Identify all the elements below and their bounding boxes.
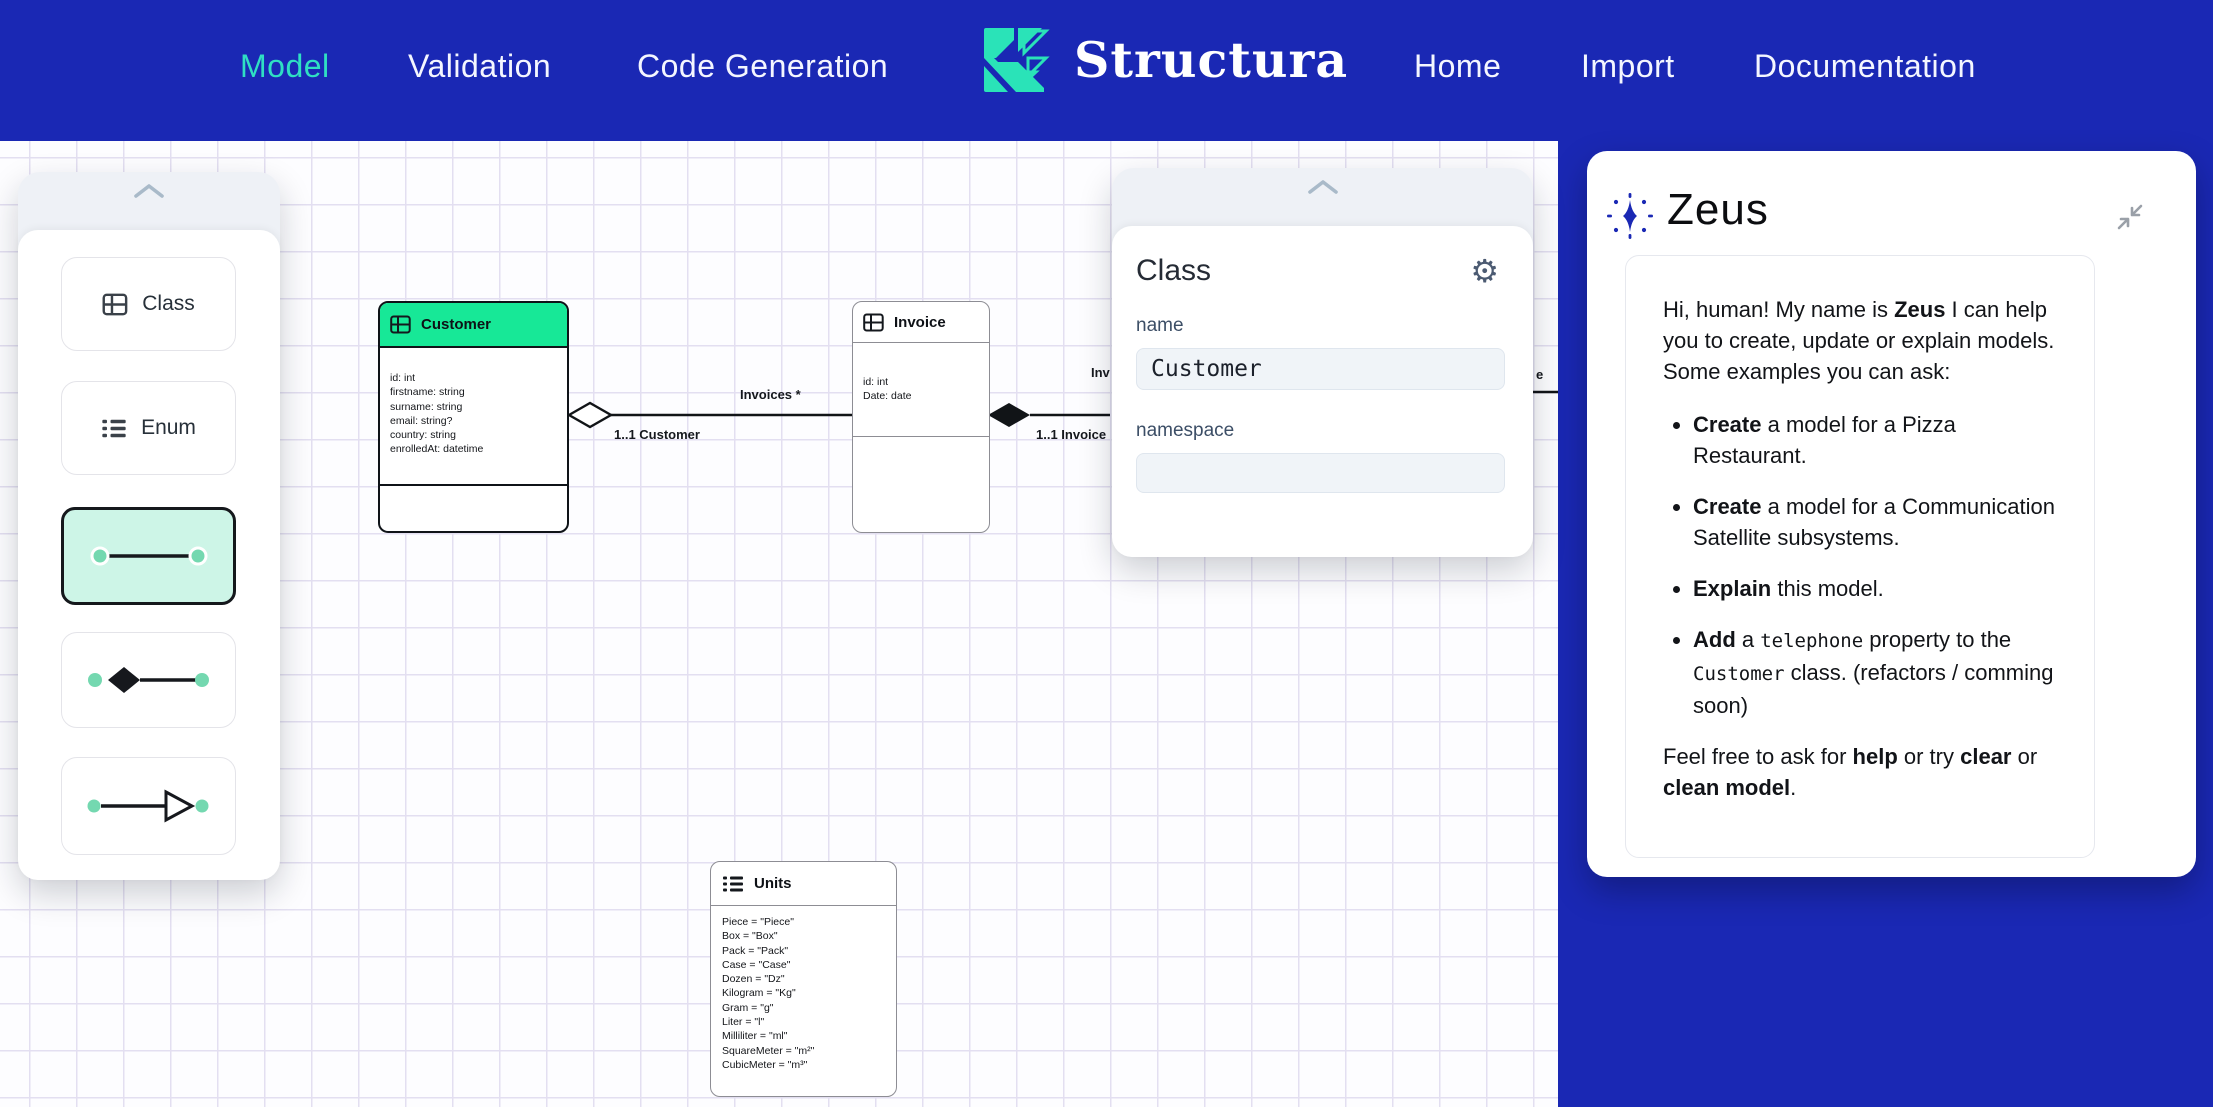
properties-title: Class <box>1136 254 1212 287</box>
edge-label-invoices: Invoices * <box>740 387 801 402</box>
node-title: Customer <box>421 316 492 333</box>
units-values: Piece = "Piece" Box = "Box" Pack = "Pack… <box>722 916 815 1071</box>
association-connector-icon <box>90 546 207 566</box>
name-input[interactable] <box>1136 348 1505 390</box>
enum-node-units[interactable]: Units Piece = "Piece" Box = "Box" Pack =… <box>710 861 897 1097</box>
invoice-attributes: id: int Date: date <box>853 343 989 437</box>
invoice-methods-section <box>853 437 989 532</box>
palette-association-connector-button[interactable] <box>61 507 236 605</box>
chevron-up-icon[interactable] <box>132 182 166 200</box>
customer-attributes: id: int firstname: string surname: strin… <box>380 348 567 486</box>
edge-label-invoice-card: 1..1 Invoice <box>1036 427 1107 442</box>
assistant-suggestion: Add a telephone property to the Customer… <box>1693 624 2070 721</box>
palette-enum-button[interactable]: Enum <box>61 381 236 475</box>
nav-code-generation[interactable]: Code Generation <box>637 48 889 84</box>
assistant-message-card: Hi, human! My name is Zeus I can help yo… <box>1625 255 2095 858</box>
nav-validation[interactable]: Validation <box>408 48 552 84</box>
brand[interactable]: Structura <box>984 28 1348 92</box>
nav-import[interactable]: Import <box>1581 48 1675 84</box>
assistant-intro: Hi, human! My name is Zeus I can help yo… <box>1663 297 2055 384</box>
list-icon <box>723 876 743 891</box>
assistant-header: Zeus <box>1587 151 2196 255</box>
assistant-suggestions: Create a model for a Pizza Restaurant. C… <box>1693 409 2070 721</box>
units-node-header[interactable]: Units <box>711 862 896 906</box>
brand-wordmark: Structura <box>1074 31 1349 89</box>
assistant-title: Zeus <box>1667 185 1769 234</box>
namespace-field-label: namespace <box>1136 420 1235 441</box>
edge-label-customer-card: 1..1 Customer <box>614 427 700 442</box>
nav-home[interactable]: Home <box>1414 48 1502 84</box>
class-node-invoice[interactable]: Invoice id: int Date: date <box>852 301 990 533</box>
invoice-node-header[interactable]: Invoice <box>853 302 989 343</box>
assistant-suggestion: Create a model for a Pizza Restaurant. <box>1693 409 2070 471</box>
nav-model[interactable]: Model <box>240 48 330 84</box>
node-title: Invoice <box>894 313 946 331</box>
palette-class-button[interactable]: Class <box>61 257 236 351</box>
composition-connector-icon <box>87 667 209 693</box>
sparkle-icon <box>1607 193 1653 239</box>
nav-documentation[interactable]: Documentation <box>1754 48 1976 84</box>
table-icon <box>390 315 411 334</box>
properties-panel: Class ⚙ name namespace <box>1112 168 1533 557</box>
chevron-up-icon[interactable] <box>1306 178 1340 196</box>
name-field-label: name <box>1136 315 1184 336</box>
table-icon <box>102 293 128 315</box>
palette-inheritance-connector-button[interactable] <box>61 757 236 855</box>
top-navbar: Model Validation Code Generation Structu… <box>0 0 2213 141</box>
inheritance-connector-icon <box>87 789 208 823</box>
properties-card: Class ⚙ name namespace <box>1112 226 1533 557</box>
aggregation-diamond-icon[interactable] <box>566 401 614 429</box>
edges-layer <box>566 390 1558 429</box>
assistant-footer: Feel free to ask for help or try clear o… <box>1663 744 2038 800</box>
collapse-icon[interactable] <box>2116 203 2144 231</box>
table-icon <box>863 313 884 331</box>
class-node-customer[interactable]: Customer id: int firstname: string surna… <box>378 301 569 533</box>
composition-diamond-icon[interactable] <box>988 403 1030 427</box>
assistant-panel: Zeus Hi, human! My name is Zeus I can he… <box>1587 151 2196 877</box>
model-canvas[interactable]: Invoices * 1..1 Customer Inv 1..1 Invoic… <box>0 141 1558 1107</box>
customer-methods-section <box>380 486 567 531</box>
namespace-input[interactable] <box>1136 453 1505 493</box>
palette-panel: Class Enum <box>18 172 280 880</box>
list-icon <box>102 419 126 437</box>
customer-node-header[interactable]: Customer <box>380 303 567 348</box>
assistant-suggestion: Explain this model. <box>1693 573 2070 604</box>
palette-composition-connector-button[interactable] <box>61 632 236 728</box>
node-title: Units <box>754 875 792 892</box>
edge-label-sliver: e <box>1536 367 1544 382</box>
assistant-suggestion: Create a model for a Communication Satel… <box>1693 491 2070 553</box>
structura-logo-icon <box>984 28 1050 92</box>
edge-label-inv-partial: Inv <box>1091 365 1110 380</box>
gear-icon[interactable]: ⚙ <box>1470 252 1499 290</box>
